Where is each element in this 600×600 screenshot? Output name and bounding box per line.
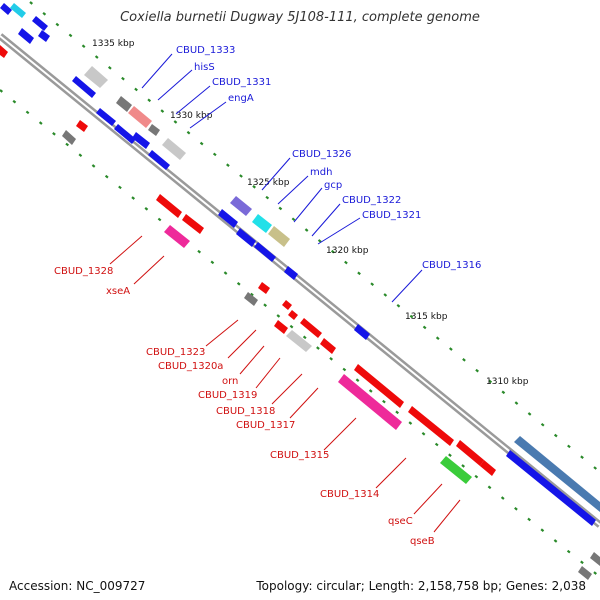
gene-feature[interactable] [230, 196, 252, 216]
gene-feature[interactable] [590, 552, 600, 566]
gene-feature[interactable] [284, 266, 298, 280]
gene-label[interactable]: CBUD_1317 [236, 420, 295, 431]
forward-genes [0, 3, 600, 526]
genome-backbone-core [0, 35, 600, 526]
gene-label[interactable]: CBUD_1314 [320, 489, 379, 500]
genome-summary-text: Topology: circular; Length: 2,158,758 bp… [256, 579, 586, 593]
gene-feature[interactable] [282, 300, 292, 310]
gene-label[interactable]: xseA [106, 286, 130, 297]
gene-feature[interactable] [320, 338, 336, 354]
reverse-genes [0, 45, 600, 580]
gene-feature[interactable] [268, 226, 290, 247]
gene-label[interactable]: gcp [324, 180, 342, 191]
gene-feature[interactable] [254, 242, 276, 262]
gene-feature[interactable] [236, 228, 256, 247]
gene-feature[interactable] [354, 364, 404, 408]
gene-label[interactable]: CBUD_1318 [216, 406, 275, 417]
gene-feature[interactable] [148, 124, 160, 136]
gene-feature[interactable] [72, 76, 96, 98]
gene-feature[interactable] [182, 214, 204, 234]
accession-text: Accession: NC_009727 [9, 579, 146, 593]
gene-feature[interactable] [456, 440, 484, 466]
gene-label[interactable]: CBUD_1321 [362, 210, 421, 221]
gene-feature[interactable] [156, 194, 182, 218]
gene-feature[interactable] [84, 66, 108, 88]
gene-label[interactable]: CBUD_1333 [176, 45, 235, 56]
gene-feature[interactable] [300, 318, 322, 338]
gene-feature[interactable] [286, 330, 312, 352]
gene-label[interactable]: qseB [410, 536, 435, 547]
gene-feature[interactable] [32, 16, 48, 31]
gene-label[interactable]: CBUD_1315 [270, 450, 329, 461]
gene-label[interactable]: orn [222, 376, 238, 387]
gene-feature[interactable] [408, 406, 454, 446]
gene-feature[interactable] [274, 320, 288, 334]
tick-label: 1315 kbp [405, 312, 448, 322]
gene-feature[interactable] [0, 45, 8, 58]
tick-label: 1310 kbp [486, 377, 529, 387]
gene-feature[interactable] [258, 282, 270, 294]
gene-feature[interactable] [76, 120, 88, 132]
gene-feature[interactable] [354, 324, 370, 340]
gene-feature[interactable] [0, 3, 12, 15]
gene-feature[interactable] [128, 106, 152, 128]
reverse-leader-lines [109, 235, 461, 533]
gene-label[interactable]: CBUD_1323 [146, 347, 205, 358]
gene-feature[interactable] [114, 124, 136, 144]
gene-feature[interactable] [62, 130, 76, 145]
gene-feature[interactable] [116, 96, 132, 112]
gene-feature[interactable] [148, 150, 170, 170]
gene-feature[interactable] [162, 138, 186, 160]
reverse-gene-labels: CBUD_1328 xseA CBUD_1323 CBUD_1320a orn … [54, 266, 435, 547]
gene-feature[interactable] [96, 108, 116, 126]
gene-feature[interactable] [480, 460, 496, 476]
gene-feature[interactable] [132, 132, 150, 149]
gene-label[interactable]: CBUD_1331 [212, 77, 271, 88]
gene-feature[interactable] [288, 310, 298, 320]
gene-feature[interactable] [164, 225, 190, 248]
map-title: Coxiella burnetii Dugway 5J108-111, comp… [120, 10, 480, 25]
forward-leader-lines [141, 53, 423, 303]
gene-feature[interactable] [514, 436, 600, 512]
gene-label[interactable]: qseC [388, 516, 413, 527]
gene-feature[interactable] [252, 214, 272, 233]
tick-label: 1335 kbp [92, 39, 135, 49]
tick-label: 1330 kbp [170, 111, 213, 121]
gene-label[interactable]: CBUD_1326 [292, 149, 351, 160]
tick-label: 1320 kbp [326, 246, 369, 256]
tick-dot-track-outer [29, 1, 600, 473]
gene-feature[interactable] [578, 566, 592, 580]
forward-gene-labels: CBUD_1333 hisS CBUD_1331 engA CBUD_1326 … [176, 45, 481, 271]
gene-label[interactable]: CBUD_1320a [158, 361, 223, 372]
gene-label[interactable]: CBUD_1319 [198, 390, 257, 401]
gene-label[interactable]: engA [228, 93, 254, 104]
gene-label[interactable]: CBUD_1328 [54, 266, 113, 277]
gene-label[interactable]: CBUD_1316 [422, 260, 481, 271]
gene-feature[interactable] [218, 209, 238, 228]
gene-feature[interactable] [38, 30, 50, 42]
gene-feature[interactable] [506, 450, 596, 526]
gene-feature[interactable] [440, 456, 472, 484]
gene-feature[interactable] [10, 3, 26, 18]
gene-feature[interactable] [338, 374, 402, 430]
tick-dot-track-inner [0, 89, 600, 578]
gene-feature[interactable] [244, 292, 258, 306]
gene-label[interactable]: hisS [194, 62, 215, 73]
gene-feature[interactable] [18, 28, 34, 44]
tick-labels: 1335 kbp 1330 kbp 1325 kbp 1320 kbp 1315… [92, 39, 529, 387]
gene-label[interactable]: CBUD_1322 [342, 195, 401, 206]
gene-label[interactable]: mdh [310, 167, 332, 178]
